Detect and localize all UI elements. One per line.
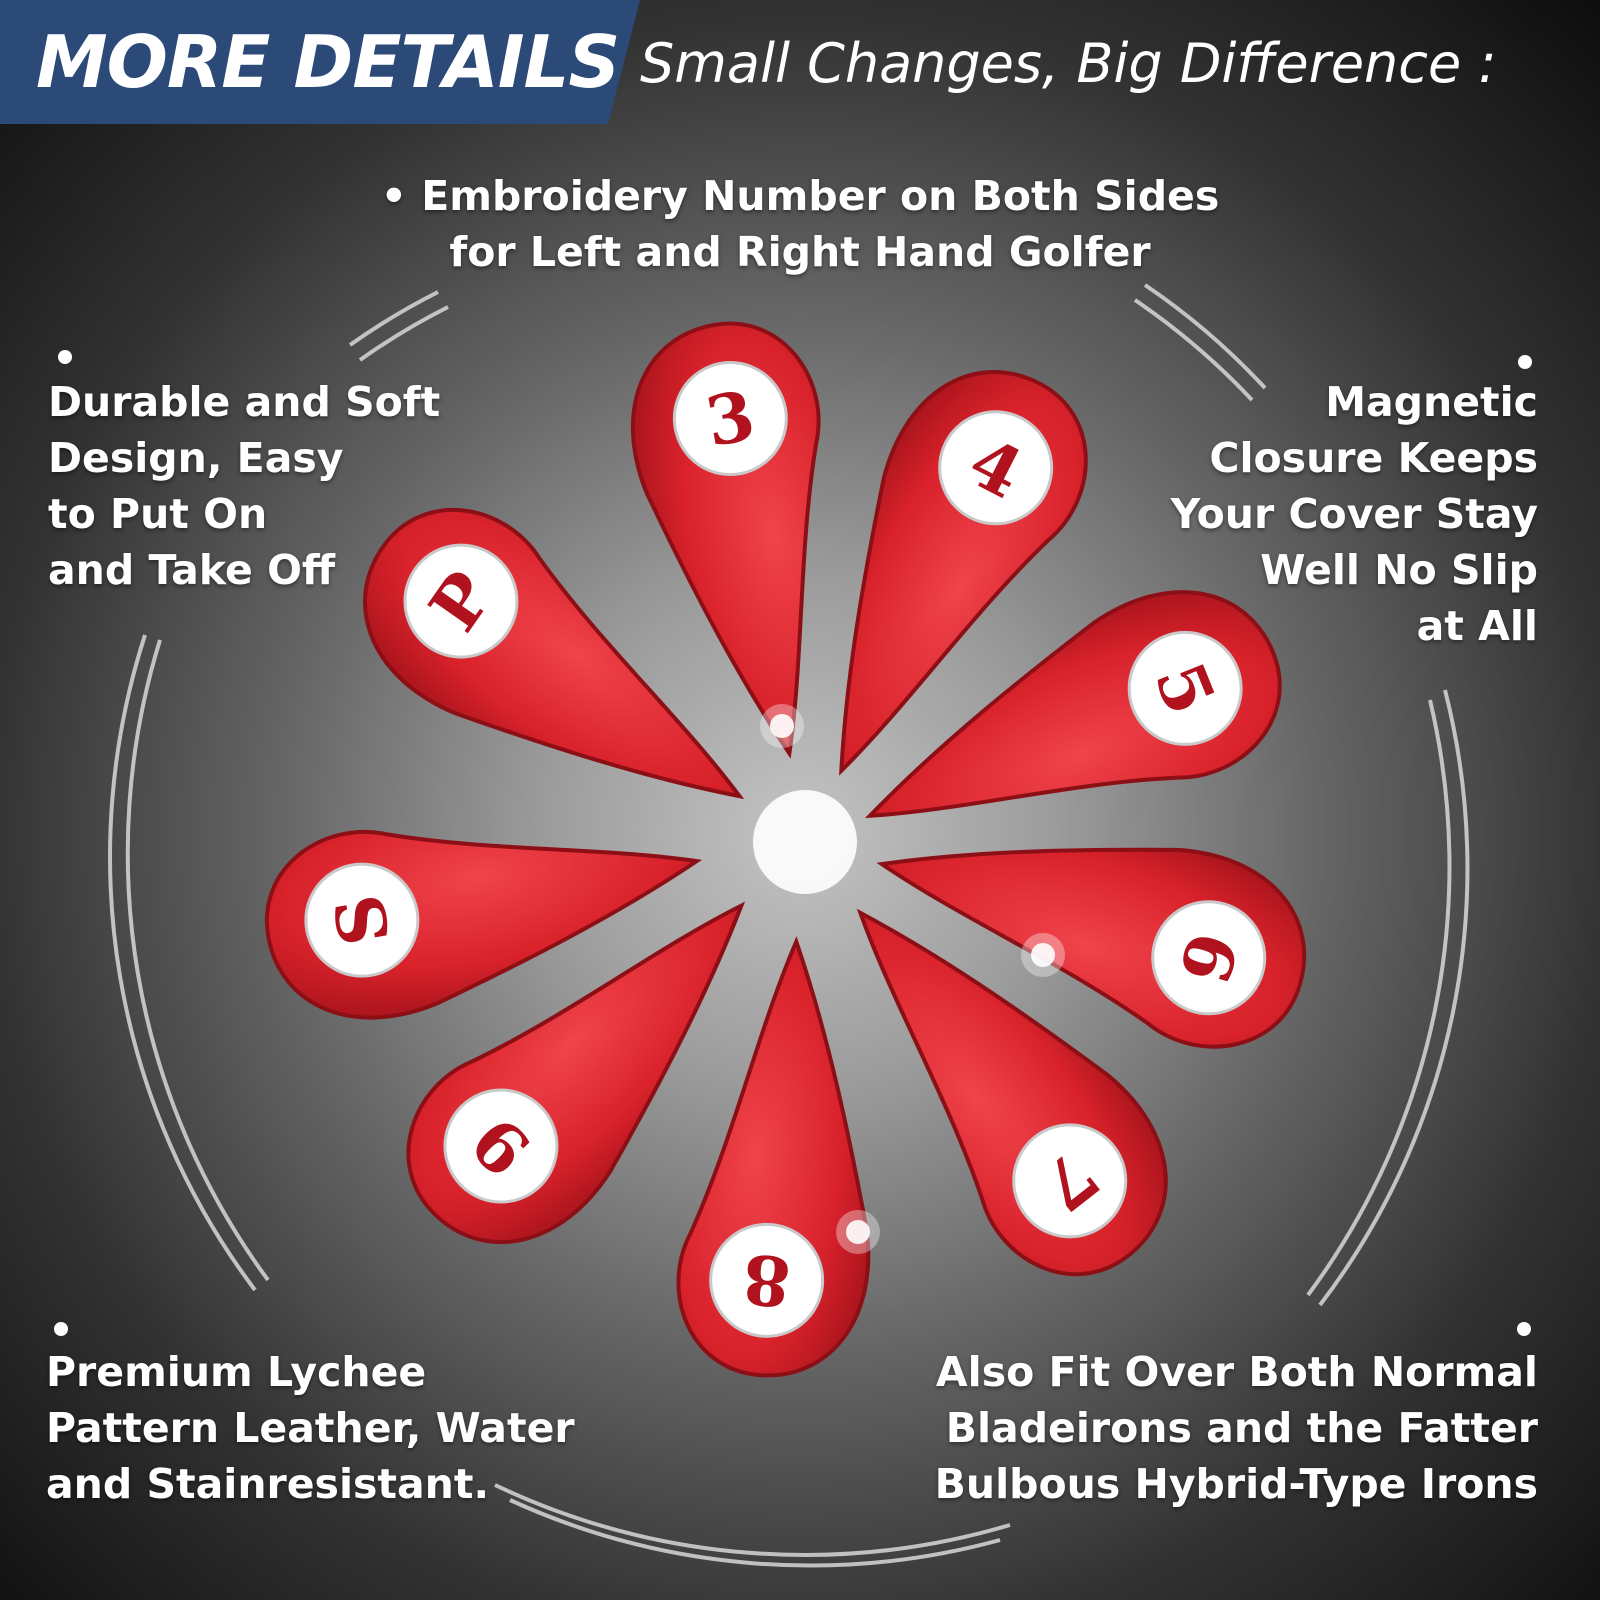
decor-arc-right (1318, 689, 1470, 1307)
headcover-8: 8 (676, 936, 871, 1378)
number-badge (443, 1088, 559, 1204)
decor-arc-top-right-2 (1133, 298, 1254, 402)
feature-embroidery-number: • Embroidery Number on Both Sides for Le… (380, 172, 1220, 276)
headcover-number: 8 (740, 1237, 794, 1321)
number-badge (1127, 630, 1243, 746)
headcover-9: 9 (406, 901, 746, 1245)
decor-arc-bottom (494, 1483, 1011, 1557)
headcover-S: S (264, 829, 703, 1020)
headcover-5: 5 (864, 590, 1282, 819)
feature-premium-leather: Premium Lychee Pattern Leather, Water an… (46, 1348, 575, 1508)
number-badge (938, 410, 1054, 526)
bullet-dot (1518, 355, 1532, 369)
decor-arc-right-2 (1306, 699, 1452, 1297)
number-badge (403, 543, 519, 659)
number-badge (672, 361, 788, 477)
decor-arc-left (108, 634, 257, 1292)
feature-magnetic-closure: Magnetic Closure Keeps Your Cover Stay W… (1170, 378, 1538, 650)
number-badge (709, 1222, 825, 1338)
feature-durable-soft: Durable and Soft Design, Easy to Put On … (48, 378, 441, 594)
bullet-dot (1517, 1322, 1531, 1336)
center-glow (753, 790, 857, 894)
decor-arc-top-left-2 (358, 305, 449, 362)
number-badge (1012, 1123, 1128, 1239)
header-banner (0, 0, 640, 124)
headcover-7: 7 (856, 908, 1168, 1277)
decor-arc-bottom-2 (509, 1498, 1001, 1568)
decor-arc-top-right (1143, 283, 1267, 390)
headcover-P: P (362, 508, 745, 800)
number-badge (1151, 900, 1267, 1016)
header-subtitle: Small Changes, Big Difference : (640, 32, 1497, 95)
headcover-6: 6 (876, 847, 1307, 1049)
decor-arc-top-left (348, 290, 439, 347)
feature-fit-irons: Also Fit Over Both Normal Bladeirons and… (934, 1348, 1538, 1508)
headcover-4: 4 (839, 370, 1088, 776)
headcover-3: 3 (631, 321, 821, 759)
header-title: MORE DETAILS (36, 20, 620, 104)
number-badge (304, 862, 420, 978)
bullet-dot (54, 1322, 68, 1336)
bullet-dot (58, 350, 72, 364)
decor-arc-left-2 (125, 639, 270, 1282)
